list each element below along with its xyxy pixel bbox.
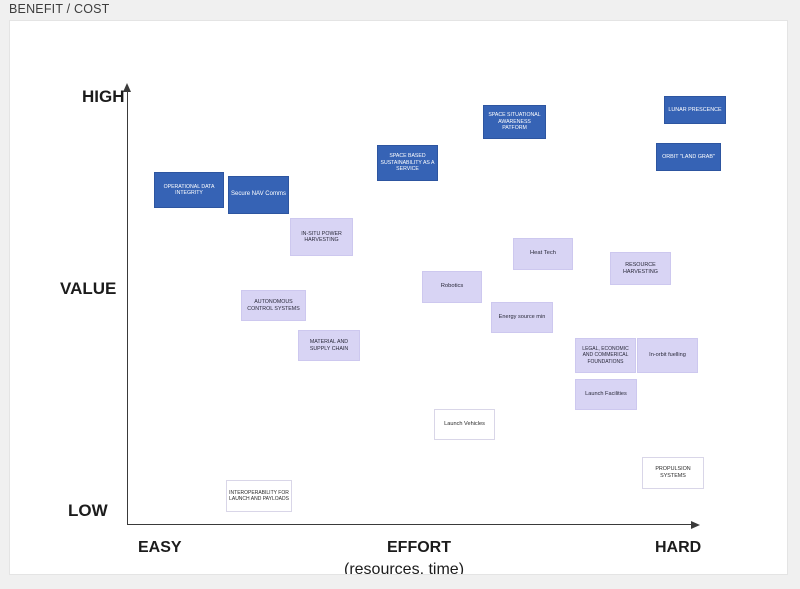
- matrix-item-card[interactable]: SPACE BASED SUSTAINABILITY AS A SERVICE: [377, 145, 438, 181]
- y-axis-line: [127, 91, 129, 525]
- matrix-item-label: LUNAR PRESCENCE: [668, 106, 722, 113]
- x-axis-subtitle: (resources, time): [344, 561, 465, 575]
- y-axis-title: VALUE: [60, 279, 117, 298]
- matrix-item-card[interactable]: SPACE SITUATIONAL AWARENESS PATFORM: [483, 105, 546, 139]
- matrix-item-label: SPACE BASED SUSTAINABILITY AS A SERVICE: [380, 153, 435, 173]
- matrix-item-card[interactable]: RESOURCE HARVESTING: [610, 252, 671, 285]
- y-axis-arrow-icon: [123, 83, 132, 92]
- matrix-item-card[interactable]: INTEROPERABILITY FOR LAUNCH AND PAYLOADS: [226, 480, 292, 512]
- matrix-item-label: AUTONOMOUS CONTROL SYSTEMS: [247, 299, 300, 312]
- matrix-item-label: RESOURCE HARVESTING: [623, 261, 658, 275]
- matrix-item-card[interactable]: Energy source min: [491, 302, 553, 333]
- matrix-item-card[interactable]: OPERATIONAL DATA INTEGRITY: [154, 172, 224, 208]
- x-axis-line: [127, 524, 693, 526]
- matrix-item-label: PROPULSION SYSTEMS: [655, 466, 691, 479]
- matrix-item-card[interactable]: PROPULSION SYSTEMS: [642, 457, 704, 489]
- matrix-item-card[interactable]: Robotics: [422, 271, 482, 303]
- matrix-item-card[interactable]: MATERIAL AND SUPPLY CHAIN: [298, 330, 360, 361]
- matrix-item-label: Launch Vehicles: [444, 421, 485, 428]
- matrix-item-label: SPACE SITUATIONAL AWARENESS PATFORM: [488, 112, 541, 132]
- matrix-item-label: Secure NAV Comms: [231, 191, 286, 198]
- matrix-item-card[interactable]: ORBIT "LAND GRAB": [656, 143, 721, 171]
- y-axis-label-high: HIGH: [82, 87, 125, 106]
- matrix-item-card[interactable]: IN-SITU POWER HARVESTING: [290, 218, 353, 256]
- matrix-item-label: Launch Facilities: [585, 391, 627, 398]
- matrix-item-card[interactable]: LUNAR PRESCENCE: [664, 96, 726, 124]
- matrix-item-label: INTEROPERABILITY FOR LAUNCH AND PAYLOADS: [229, 489, 289, 502]
- matrix-item-card[interactable]: AUTONOMOUS CONTROL SYSTEMS: [241, 290, 306, 321]
- x-axis-title: EFFORT: [387, 539, 451, 556]
- matrix-item-card[interactable]: Secure NAV Comms: [228, 176, 289, 214]
- matrix-item-label: Robotics: [440, 283, 464, 290]
- matrix-item-card[interactable]: Launch Vehicles: [434, 409, 495, 440]
- x-axis-label-easy: EASY: [138, 539, 182, 556]
- x-axis-arrow-icon: [691, 520, 700, 529]
- matrix-item-label: MATERIAL AND SUPPLY CHAIN: [309, 339, 349, 352]
- matrix-item-card[interactable]: In-orbit fuelling: [637, 338, 698, 373]
- matrix-item-label: Energy source min: [498, 314, 546, 321]
- matrix-item-label: IN-SITU POWER HARVESTING: [301, 230, 342, 243]
- matrix-item-card[interactable]: LEGAL, ECONOMIC AND COMMERICAL FOUNDATIO…: [575, 338, 636, 373]
- matrix-item-card[interactable]: Launch Facilities: [575, 379, 637, 410]
- matrix-item-label: ORBIT "LAND GRAB": [662, 153, 715, 160]
- matrix-item-label: LEGAL, ECONOMIC AND COMMERICAL FOUNDATIO…: [582, 346, 629, 365]
- matrix-item-label: Heat Tech: [530, 250, 556, 257]
- y-axis-label-low: LOW: [68, 501, 108, 520]
- matrix-item-label: In-orbit fuelling: [649, 352, 686, 359]
- page-title: BENEFIT / COST: [9, 2, 110, 16]
- chart-canvas: HIGH VALUE LOW EASY EFFORT HARD (resourc…: [9, 20, 788, 575]
- x-axis-label-hard: HARD: [655, 539, 702, 556]
- matrix-item-card[interactable]: Heat Tech: [513, 238, 573, 270]
- matrix-item-label: OPERATIONAL DATA INTEGRITY: [163, 183, 215, 196]
